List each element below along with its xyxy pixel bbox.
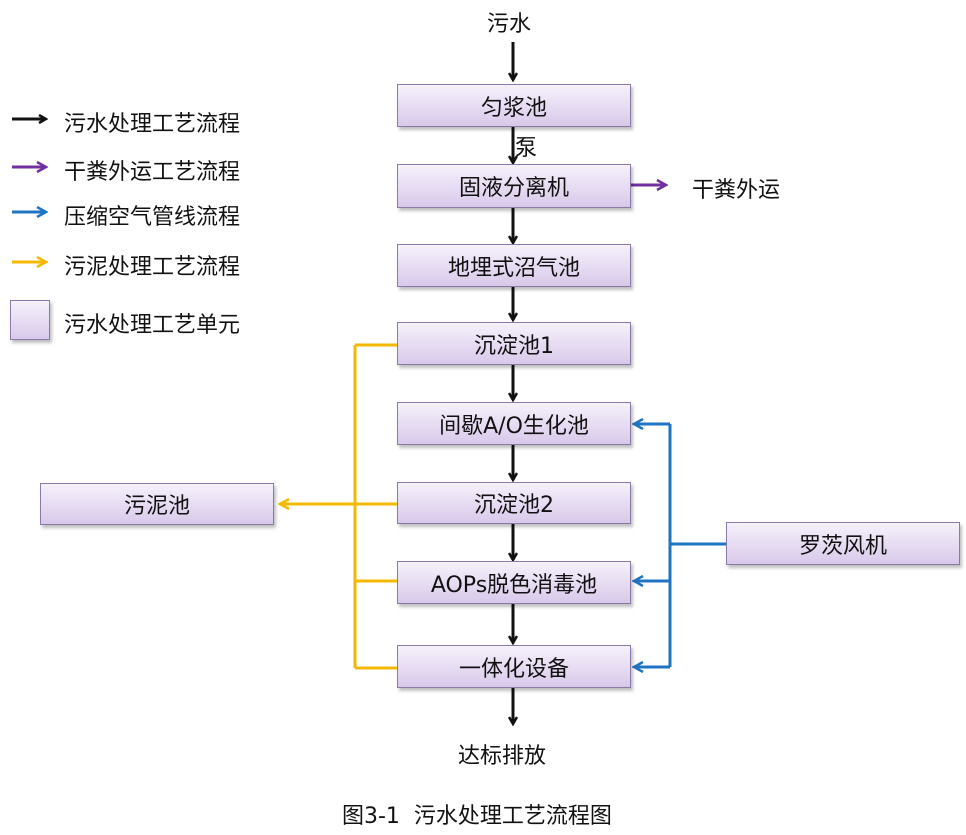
separator-box: 固液分离机: [397, 164, 631, 208]
sediment1-box: 沉淀池1: [397, 322, 631, 365]
discharge-label: 达标排放: [458, 744, 547, 769]
legend-sewage-label: 污水处理工艺流程: [64, 112, 241, 137]
dry-manure-label: 干粪外运: [692, 178, 781, 203]
legend-unit-label: 污水处理工艺单元: [64, 313, 241, 338]
legend-air-label: 压缩空气管线流程: [64, 205, 241, 230]
biogas-box: 地埋式沼气池: [397, 244, 631, 287]
integrated-box: 一体化设备: [397, 645, 631, 688]
ao-box: 间歇A/O生化池: [397, 402, 631, 445]
legend-sludge-label: 污泥处理工艺流程: [64, 255, 241, 280]
sediment2-box: 沉淀池2: [397, 482, 631, 524]
aops-box: AOPs脱色消毒池: [397, 561, 631, 604]
figure-caption: 图3-1 污水处理工艺流程图: [342, 804, 612, 829]
source-label: 污水: [487, 12, 532, 37]
legend-manure-label: 干粪外运工艺流程: [64, 160, 241, 185]
homogenizer-box: 匀浆池: [397, 84, 631, 127]
blower-box: 罗茨风机: [726, 522, 960, 565]
sludge-flow: [280, 343, 397, 670]
sludge-pool-box: 污泥池: [40, 483, 274, 525]
pump-label: 泵: [515, 136, 538, 161]
air-flow: [634, 424, 726, 667]
legend-unit-swatch: [10, 300, 50, 340]
